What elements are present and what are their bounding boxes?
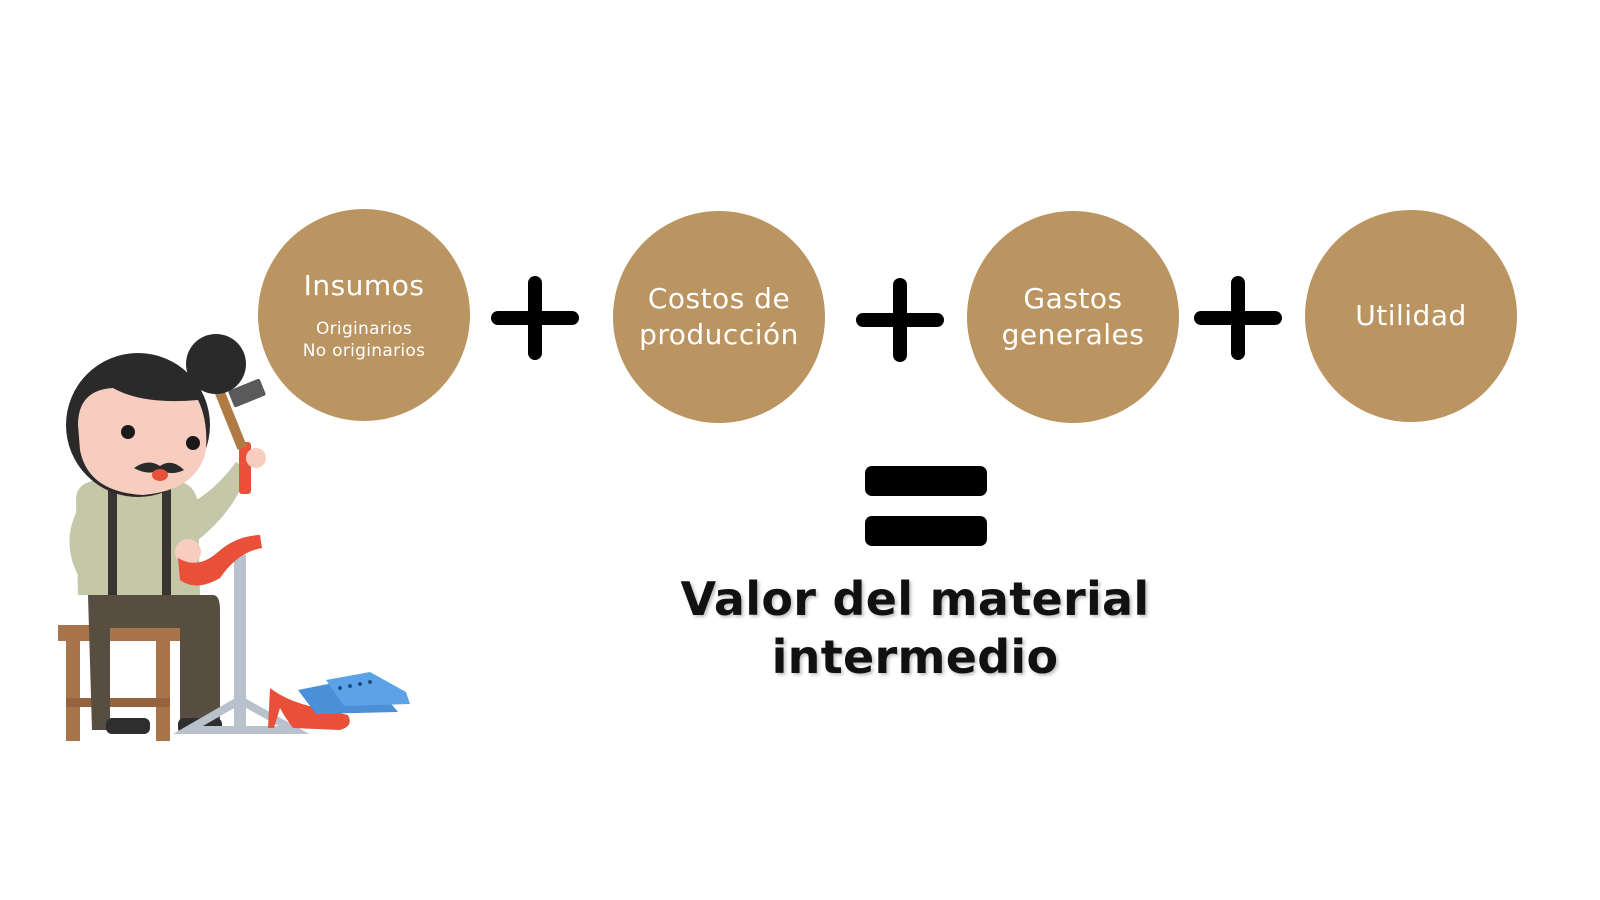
cobbler-illustration-icon (58, 334, 410, 741)
equals-icon (865, 466, 987, 546)
term-title-line: producción (639, 318, 799, 351)
term-title-line: generales (1001, 318, 1145, 351)
plus-icon (491, 276, 579, 360)
plus-icon (1194, 276, 1282, 360)
result-line: Valor del material (680, 572, 1150, 626)
term-title-line: Gastos (1023, 282, 1123, 315)
term-subtitle-line: Originarios (315, 319, 413, 339)
result-line: intermedio (771, 630, 1059, 684)
term-title-line: Costos de (647, 282, 791, 315)
term-title: Utilidad (1355, 299, 1467, 332)
plus-icon (856, 278, 944, 362)
term-subtitle: Originarios No originarios (303, 318, 426, 362)
term-circle-insumos: Insumos Originarios No originarios (258, 209, 470, 421)
term-circle-utilidad: Utilidad (1305, 210, 1517, 422)
term-circle-costos: Costos de producción (613, 211, 825, 423)
stool-icon (58, 625, 180, 741)
term-subtitle-line: No originarios (302, 341, 426, 361)
term-title: Insumos (303, 269, 425, 302)
result-label: Valor del material intermedio (610, 570, 1220, 686)
term-circle-gastos: Gastos generales (967, 211, 1179, 423)
